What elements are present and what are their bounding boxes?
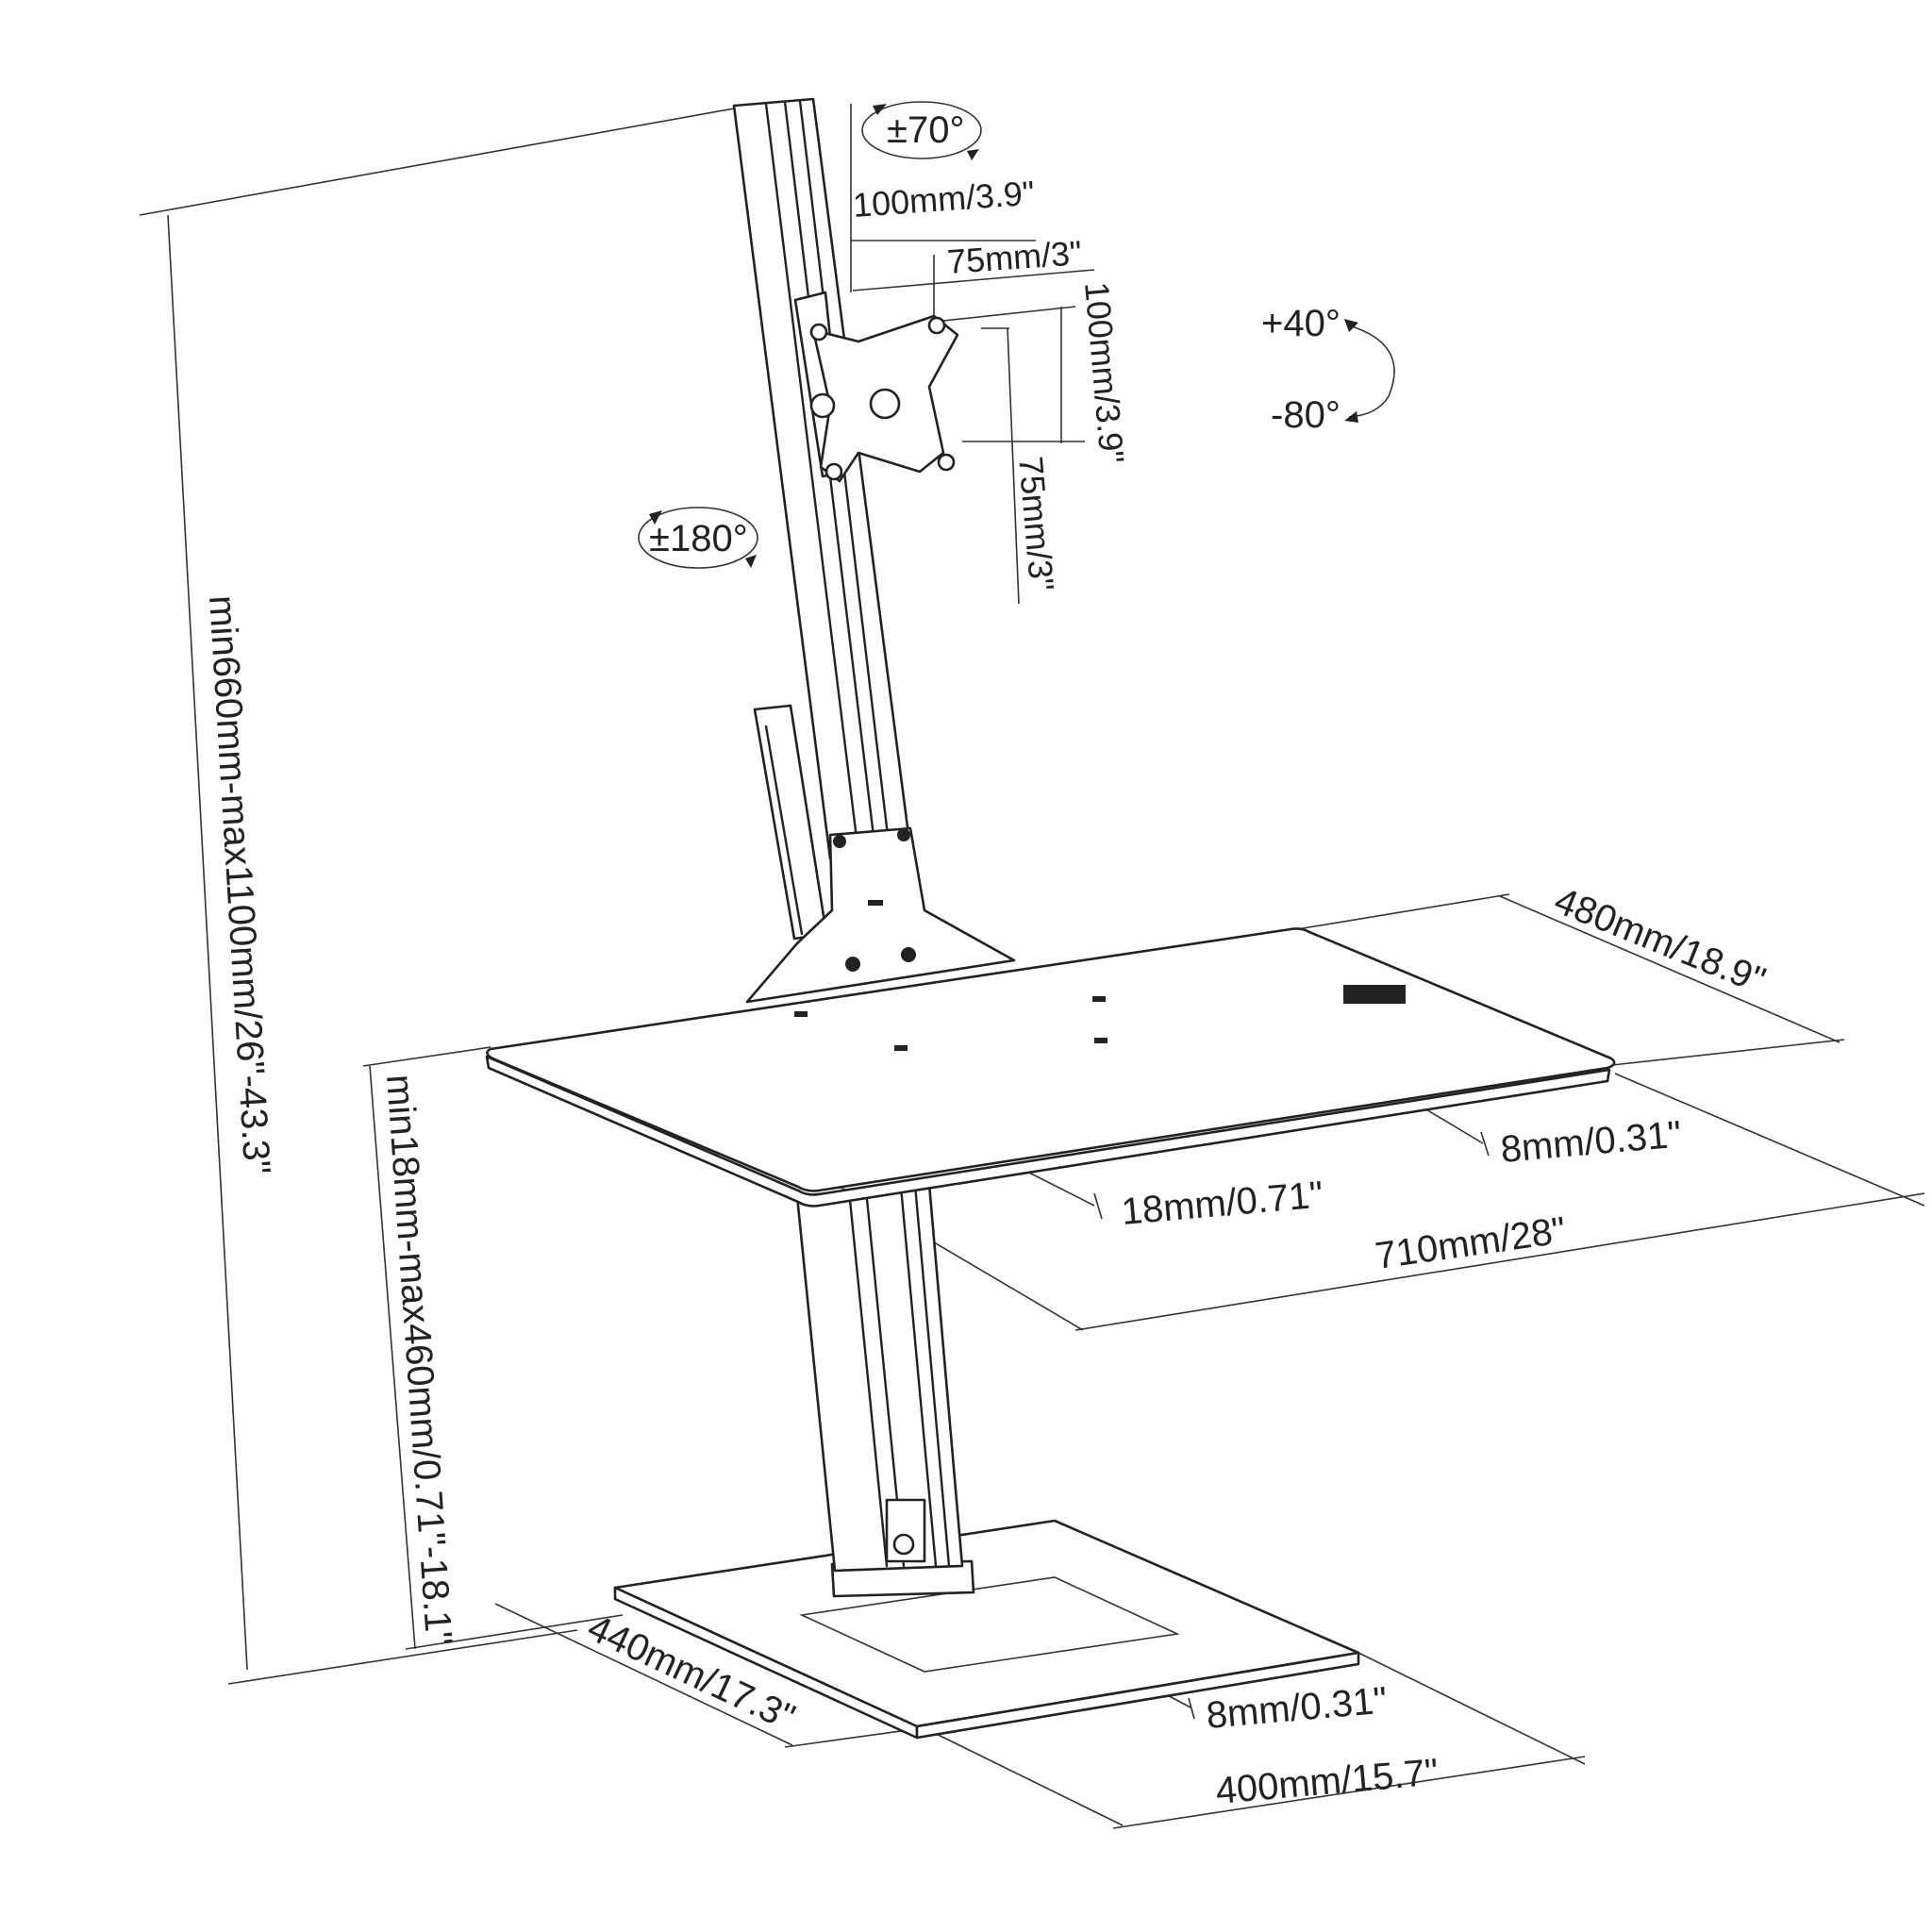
mast-bracket: [745, 826, 1016, 1004]
upper-mast: [732, 97, 912, 941]
swivel-rotation-icon: [638, 507, 758, 569]
base-width-label: 400mm/15.7": [1214, 1752, 1440, 1812]
tilt-up-label: +40°: [1261, 303, 1341, 344]
vesa-horizontal-100-label: 100mm/3.9": [852, 174, 1036, 225]
lower-column: [795, 1182, 975, 1598]
base-thickness-label: 8mm/0.31": [1205, 1679, 1389, 1737]
tilt-top-label: ±70°: [887, 109, 964, 151]
vesa-horizontal-75-label: 75mm/3": [946, 233, 1083, 281]
desk-height-label: min18mm-max460mm/0.71"-18.1": [378, 1074, 459, 1647]
desk-surface: [485, 927, 1616, 1208]
control-pad: [1343, 985, 1406, 1004]
vesa-vertical-75-label: 75mm/3": [1011, 455, 1061, 592]
rotation-indicators: [638, 101, 1395, 569]
vesa-vertical-100-label: 100mm/3.9": [1077, 280, 1132, 465]
desk-thickness-label: 18mm/0.71": [1120, 1174, 1324, 1233]
desk-edge-label: 8mm/0.31": [1499, 1113, 1683, 1171]
dimension-lines: [139, 104, 1925, 1829]
vesa-mount: [793, 291, 959, 483]
swivel-label: ±180°: [649, 518, 748, 559]
tilt-down-label: -80°: [1271, 394, 1341, 436]
tilt-rotation-icon: [1348, 325, 1395, 418]
base-plate: [613, 1519, 1360, 1740]
tilt-top-rotation-icon: [861, 101, 982, 159]
total-height-label: min660mm-max1100mm/26"-43.3": [201, 594, 277, 1175]
desk-depth-label: 480mm/18.9": [1549, 880, 1772, 1002]
